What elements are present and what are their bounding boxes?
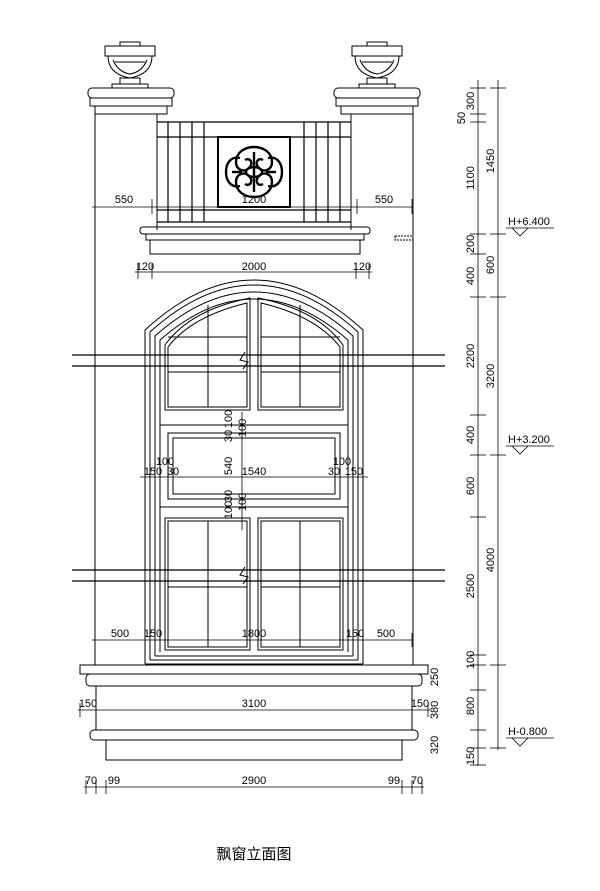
level-minus-0800: H-0.800 (508, 726, 547, 738)
chain-inner-3: 200 (465, 235, 477, 253)
dim-mid-right-150: 150 (345, 466, 363, 478)
window-sill-base (79, 664, 429, 761)
chain-inner-10: 250 (429, 668, 441, 686)
dim-bal-right: 120 (353, 261, 371, 273)
panel-vertical-dimension-lines (235, 412, 249, 530)
floor-slab-lines (72, 351, 445, 585)
dim-pv-height: 540 (223, 457, 235, 475)
chain-inner-12: 320 (429, 736, 441, 754)
left-urn-finial (104, 41, 156, 89)
dim-mid-right-100: 100 (333, 456, 351, 468)
chain-inner-5: 2200 (465, 344, 477, 368)
dim-pv-lower-100: 100 (223, 501, 235, 519)
dim-low-right-frame: 150 (346, 628, 364, 640)
dim-sill-right: 150 (411, 698, 429, 710)
right-dimension-chains (470, 80, 506, 766)
chain-outer-2: 3200 (485, 364, 497, 388)
dim-low-left-frame: 150 (144, 628, 162, 640)
dimension-text: 550 1200 550 120 2000 120 100 150 30 154… (79, 194, 429, 787)
dim-low-center: 1800 (242, 628, 266, 640)
chain-outer-4: 800 (465, 697, 477, 715)
dim-pv-lower-30: 30 (223, 490, 235, 502)
ornamental-scroll-panel (224, 145, 284, 199)
chain-inner-8: 2500 (465, 574, 477, 598)
dim-top-right: 550 (375, 194, 393, 206)
chain-inner-7: 600 (465, 477, 477, 495)
chain-outer-1: 600 (485, 256, 497, 274)
chain-inner-13: 150 (465, 747, 477, 765)
chain-outer-0: 1450 (485, 149, 497, 173)
dim-base-l99: 99 (108, 775, 120, 787)
right-urn-finial (351, 41, 403, 89)
dim-low-right: 500 (377, 628, 395, 640)
chain-inner-4: 400 (465, 267, 477, 285)
chain-outer-3: 4000 (485, 548, 497, 572)
chain-inner-9: 100 (465, 651, 477, 669)
dim-mid-left-100: 100 (156, 456, 174, 468)
dim-bal-left: 120 (136, 261, 154, 273)
balcony-cornice (139, 226, 414, 255)
dim-mid-right-30: 30 (328, 466, 340, 478)
right-chain-text: 300 50 1100 200 400 2200 400 600 2500 10… (429, 92, 497, 765)
panel-vertical-text: 100 30 100 540 100 30 100 (223, 410, 249, 519)
dim-mid-left-150: 150 (144, 466, 162, 478)
level-text: H+6.400 H+3.200 H-0.800 (508, 216, 550, 738)
chain-inner-11: 380 (429, 701, 441, 719)
chain-inner-6: 400 (465, 426, 477, 444)
dim-base-l70: 70 (85, 775, 97, 787)
iron-railing (157, 121, 351, 223)
pilaster-caps (87, 87, 421, 115)
dim-base-r70: 70 (411, 775, 423, 787)
arched-window-frame (144, 279, 364, 665)
dim-bal-center: 2000 (242, 261, 266, 273)
level-3200: H+3.200 (508, 434, 550, 446)
dim-sill-center: 3100 (242, 698, 266, 710)
dim-pv-upper-100b: 100 (237, 419, 249, 437)
dim-pv-lower-100b: 100 (237, 493, 249, 511)
dim-base-r99: 99 (388, 775, 400, 787)
dim-sill-left: 150 (79, 698, 97, 710)
horizontal-dimension-lines (78, 199, 430, 794)
dim-top-center: 1200 (242, 194, 266, 206)
chain-inner-0: 300 (465, 92, 477, 110)
transom-panel (159, 424, 349, 508)
dim-pv-upper-100: 100 (223, 410, 235, 428)
dim-base-center: 2900 (242, 775, 266, 787)
chain-inner-2: 1100 (465, 166, 477, 190)
dim-top-left: 550 (115, 194, 133, 206)
dim-pv-upper-30: 30 (223, 430, 235, 442)
dim-mid-center: 1540 (242, 466, 266, 478)
drawing-title: 飘窗立面图 (216, 845, 291, 863)
lower-window-sashes (164, 517, 344, 651)
upper-window-sashes (164, 297, 344, 411)
chain-inner-1: 50 (456, 112, 468, 124)
dim-mid-left-30: 30 (167, 466, 179, 478)
level-markers (506, 227, 554, 747)
dim-low-left: 500 (111, 628, 129, 640)
level-6400: H+6.400 (508, 216, 550, 228)
